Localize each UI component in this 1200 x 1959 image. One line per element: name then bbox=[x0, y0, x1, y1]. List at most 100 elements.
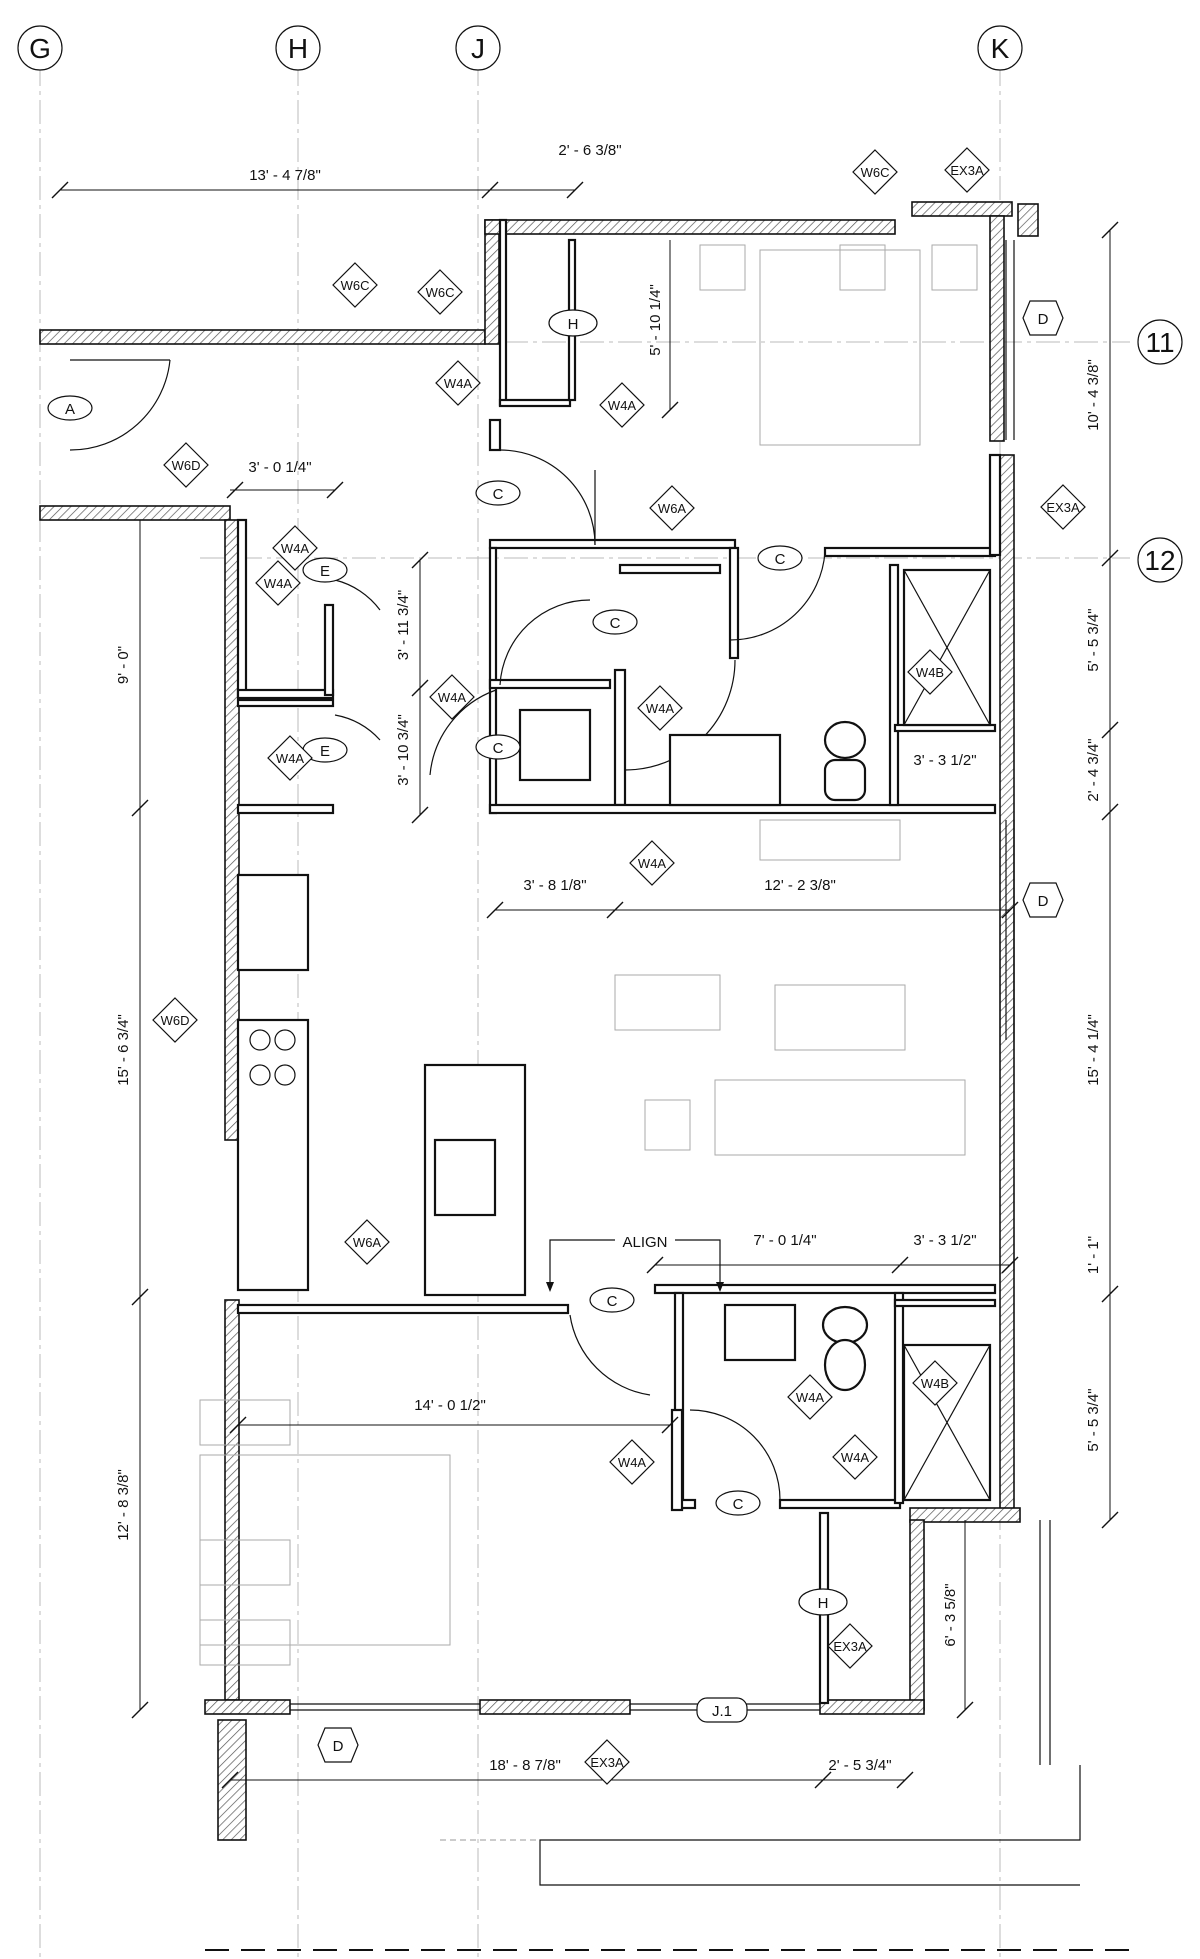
dim-2-4: 2' - 4 3/4" bbox=[1085, 738, 1102, 801]
dim-9-0: 9' - 0" bbox=[115, 646, 132, 684]
svg-text:EX3A: EX3A bbox=[590, 1755, 624, 1770]
door-tags: A H C C C C E E C C H J.1 ALIGN bbox=[47, 309, 848, 1723]
windows bbox=[290, 240, 1015, 1711]
align-arrows bbox=[546, 1239, 724, 1292]
svg-text:H: H bbox=[568, 316, 579, 333]
tag-w6a-1: W6A bbox=[649, 485, 695, 531]
svg-text:D: D bbox=[1038, 311, 1049, 328]
wall-tags: W6C W6C W6C EX3A W4A W4A W6D W6A EX3A W4… bbox=[152, 147, 1086, 1785]
dim-6-3: 6' - 3 5/8" bbox=[942, 1583, 959, 1646]
svg-text:E: E bbox=[320, 743, 330, 760]
tag-w4a-2: W4A bbox=[599, 382, 645, 428]
svg-text:H: H bbox=[288, 33, 308, 64]
svg-text:W4A: W4A bbox=[438, 690, 467, 705]
tag-h-upper: H bbox=[548, 309, 598, 337]
svg-text:W6D: W6D bbox=[161, 1013, 190, 1028]
svg-text:A: A bbox=[65, 401, 75, 418]
tag-ex3a-4: EX3A bbox=[584, 1739, 630, 1785]
tag-h-lower: H bbox=[798, 1588, 848, 1616]
svg-text:W6C: W6C bbox=[861, 165, 890, 180]
grid-bubble-11: 11 bbox=[1137, 319, 1183, 365]
svg-text:ALIGN: ALIGN bbox=[622, 1234, 667, 1251]
dim-12-8: 12' - 8 3/8" bbox=[115, 1469, 132, 1541]
grid-bubble-h: H bbox=[275, 25, 321, 71]
svg-text:W6A: W6A bbox=[658, 501, 687, 516]
tag-c-2: C bbox=[757, 545, 803, 571]
tag-e-1: E bbox=[302, 557, 348, 583]
svg-text:W6A: W6A bbox=[353, 1235, 382, 1250]
tag-j1: J.1 bbox=[696, 1697, 748, 1723]
svg-text:J.1: J.1 bbox=[712, 1703, 732, 1720]
svg-text:D: D bbox=[1038, 893, 1049, 910]
tag-d-1: D bbox=[1022, 300, 1064, 336]
svg-text:EX3A: EX3A bbox=[950, 163, 984, 178]
svg-text:W6C: W6C bbox=[426, 285, 455, 300]
grid-bubble-j: J bbox=[455, 25, 501, 71]
furniture bbox=[199, 244, 1080, 1841]
svg-text:W4A: W4A bbox=[444, 376, 473, 391]
tag-w4a-3: W4A bbox=[272, 525, 318, 571]
dim-2-5: 2' - 5 3/4" bbox=[828, 1757, 891, 1774]
svg-text:W4A: W4A bbox=[638, 856, 667, 871]
tag-w4a-6: W4A bbox=[637, 685, 683, 731]
tag-w4a-10: W4A bbox=[832, 1434, 878, 1480]
terrace bbox=[539, 1520, 1081, 1886]
svg-text:K: K bbox=[991, 33, 1010, 64]
svg-text:W4B: W4B bbox=[916, 665, 944, 680]
tag-w6a-2: W6A bbox=[344, 1219, 390, 1265]
grid-bubble-g: G bbox=[17, 25, 63, 71]
svg-text:W4A: W4A bbox=[608, 398, 637, 413]
interior-walls bbox=[236, 218, 1002, 1705]
dim-18-8: 18' - 8 7/8" bbox=[489, 1757, 561, 1774]
dim-10-4: 10' - 4 3/8" bbox=[1085, 359, 1102, 431]
tag-w4b-1: W4B bbox=[907, 649, 953, 695]
dim-5-5-lower: 5' - 5 3/4" bbox=[1085, 1388, 1102, 1451]
tag-w4a-9: W4A bbox=[787, 1374, 833, 1420]
svg-text:C: C bbox=[607, 1293, 618, 1310]
tag-ex3a-3: EX3A bbox=[827, 1623, 873, 1669]
tag-ex3a-1: EX3A bbox=[944, 147, 990, 193]
tag-w4a-5: W4A bbox=[429, 674, 475, 720]
svg-text:G: G bbox=[29, 33, 51, 64]
svg-text:C: C bbox=[733, 1496, 744, 1513]
dim-12-2: 12' - 2 3/8" bbox=[764, 877, 836, 894]
svg-text:W6C: W6C bbox=[341, 278, 370, 293]
dim-3-11: 3' - 11 3/4" bbox=[395, 590, 412, 660]
tag-w4a-11: W4A bbox=[609, 1439, 655, 1485]
dim-7-0: 7' - 0 1/4" bbox=[753, 1232, 816, 1249]
grid-bubble-12: 12 bbox=[1137, 537, 1183, 583]
tag-w4a-4: W4A bbox=[255, 560, 301, 606]
dim-15-6: 15' - 6 3/4" bbox=[115, 1014, 132, 1086]
svg-text:W4A: W4A bbox=[841, 1450, 870, 1465]
svg-text:H: H bbox=[818, 1595, 829, 1612]
tag-w6c-1: W6C bbox=[332, 262, 378, 308]
svg-text:J: J bbox=[471, 33, 485, 64]
dim-5-10: 5' - 10 1/4" bbox=[647, 284, 664, 356]
dim-1-1: 1' - 1" bbox=[1085, 1236, 1102, 1274]
tag-c-6: C bbox=[715, 1490, 761, 1516]
tag-w6d-2: W6D bbox=[152, 997, 198, 1043]
svg-text:W4A: W4A bbox=[276, 751, 305, 766]
dimension-labels: 13' - 4 7/8" 2' - 6 3/8" 5' - 10 1/4" 3'… bbox=[115, 142, 1102, 1774]
tag-w6d-1: W6D bbox=[163, 442, 209, 488]
svg-text:E: E bbox=[320, 563, 330, 580]
tag-w4a-1: W4A bbox=[435, 360, 481, 406]
svg-text:W6D: W6D bbox=[172, 458, 201, 473]
tag-c-5: C bbox=[589, 1287, 635, 1313]
svg-text:11: 11 bbox=[1145, 327, 1174, 358]
svg-text:W4A: W4A bbox=[264, 576, 293, 591]
tag-align: ALIGN bbox=[622, 1234, 667, 1251]
dim-3-3-lower: 3' - 3 1/2" bbox=[913, 1232, 976, 1249]
svg-text:C: C bbox=[610, 615, 621, 632]
tag-d-2: D bbox=[1022, 882, 1064, 918]
svg-text:W4B: W4B bbox=[921, 1376, 949, 1391]
dimension-lines bbox=[51, 181, 1119, 1789]
svg-text:W4A: W4A bbox=[281, 541, 310, 556]
tag-d-3: D bbox=[317, 1727, 359, 1763]
svg-text:C: C bbox=[493, 486, 504, 503]
tag-w6c-2: W6C bbox=[417, 269, 463, 315]
dim-2-6: 2' - 6 3/8" bbox=[558, 142, 621, 159]
svg-text:W4A: W4A bbox=[646, 701, 675, 716]
dim-3-0: 3' - 0 1/4" bbox=[248, 459, 311, 476]
dim-5-5-upper: 5' - 5 3/4" bbox=[1085, 608, 1102, 671]
